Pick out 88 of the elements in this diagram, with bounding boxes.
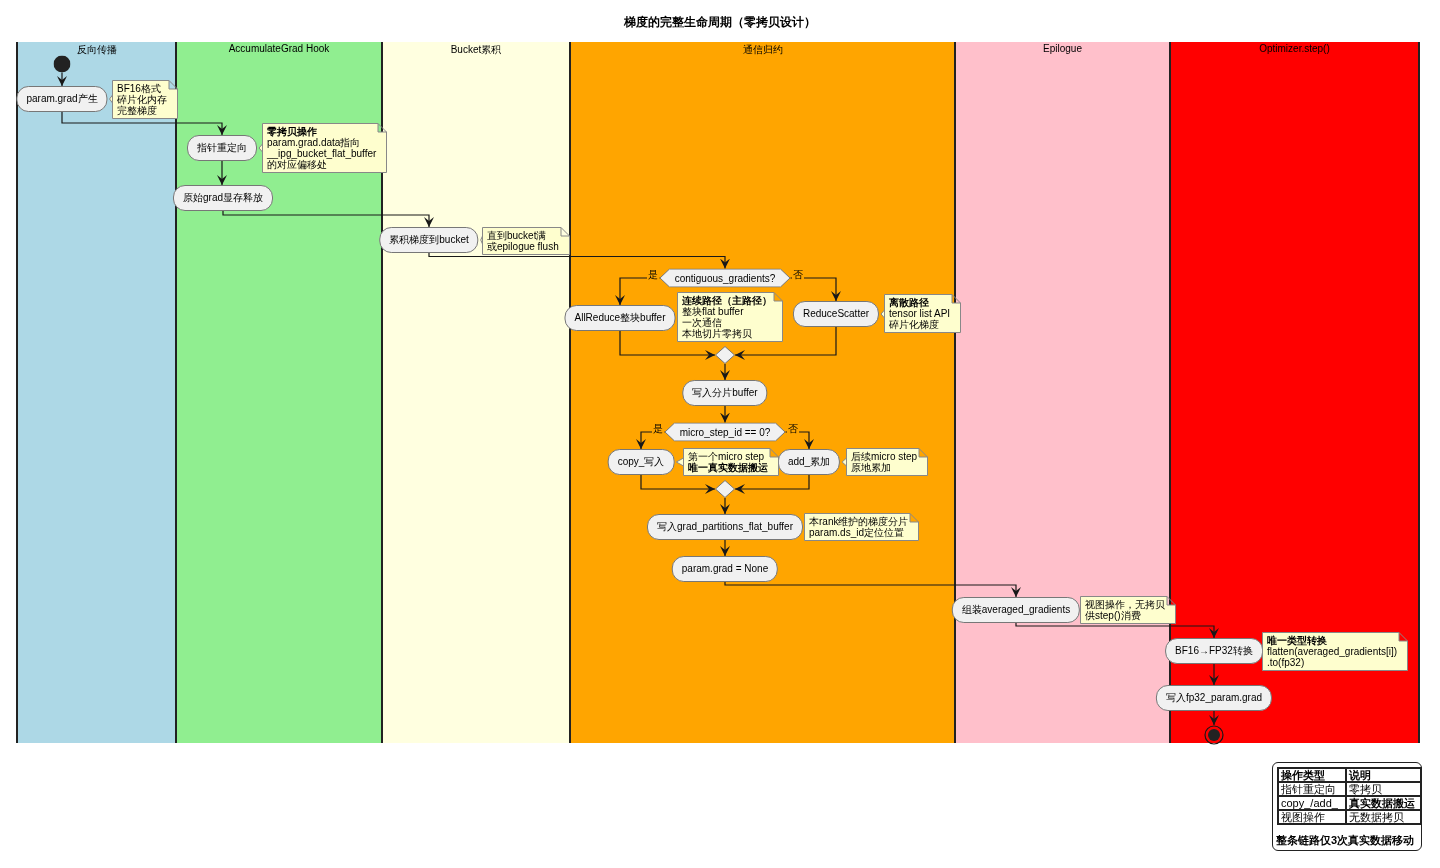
note-text: 一次通信 [682, 317, 722, 328]
note-text: 或epilogue flush [487, 241, 559, 252]
note-text: 连续路径（主路径） [682, 295, 772, 306]
note-text: 第一个micro step [688, 451, 766, 462]
lane-header: 通信归约 [742, 43, 783, 57]
end-node [1204, 725, 1224, 745]
arrow [720, 497, 730, 515]
decision-diamond: contiguous_gradients? [659, 268, 791, 288]
arrow [217, 160, 227, 186]
decision-diamond: micro_step_id == 0? [664, 422, 786, 442]
lane-header: Bucket累积 [450, 43, 502, 57]
table-text: 真实数据搬运 [1346, 796, 1421, 810]
note-text: param.ds_id定位位置 [809, 527, 906, 538]
arrow [61, 111, 227, 136]
lane-header: Epilogue [1043, 43, 1082, 54]
arrow [1015, 622, 1219, 639]
note-text: 碎片化内存 [117, 94, 167, 105]
arrow [640, 474, 716, 494]
lane-header: AccumulateGrad Hook [228, 43, 330, 54]
arrow [720, 405, 730, 424]
note-text: 直到bucket满 [487, 230, 548, 241]
swimlane [175, 42, 381, 743]
note-text: 原地累加 [851, 462, 892, 473]
edge-label: 是 [646, 269, 659, 280]
swimlane [16, 42, 175, 743]
swimlane [381, 42, 569, 743]
start-node [53, 55, 71, 73]
activity-box: 写入fp32_param.grad [1155, 685, 1273, 711]
note-text: 的对应偏移处 [267, 159, 328, 170]
arrow [57, 71, 67, 87]
lane-header: Optimizer.step() [1259, 43, 1330, 54]
table-header: 操作类型 [1278, 768, 1346, 782]
arrow [789, 277, 841, 302]
note-text: .to(fp32) [1267, 657, 1305, 668]
arrow [222, 210, 434, 228]
activity-box: 写入分片buffer [682, 380, 768, 406]
note-text: 唯一类型转换 [1267, 635, 1328, 646]
arrow [619, 330, 716, 360]
activity-box: copy_写入 [607, 449, 675, 475]
note-text: 本rank维护的梯度分片 [809, 516, 909, 527]
activity-box: 写入grad_partitions_flat_buffer [647, 514, 803, 540]
note-text: 零拷贝操作 [267, 126, 318, 137]
note-text: 视图操作，无拷贝 [1085, 599, 1165, 610]
arrow [1209, 663, 1219, 686]
arrow [428, 252, 730, 270]
summary-note: 整条链路仅3次真实数据移动 [1276, 833, 1415, 848]
table-text: copy_/add_ [1278, 796, 1346, 810]
edge-label: 是 [651, 423, 664, 434]
lane-header: 反向传播 [76, 43, 117, 57]
arrow [724, 581, 1021, 598]
arrow [1209, 710, 1219, 726]
note-text: 供step()消费 [1085, 610, 1142, 621]
note-text: 后续micro step [851, 451, 918, 462]
activity-box: 组装averaged_gradients [951, 597, 1081, 623]
activity-box: add_累加 [777, 449, 841, 475]
note-text: 本地切片零拷贝 [682, 328, 753, 339]
arrow [720, 363, 730, 381]
arrow [734, 326, 837, 360]
table-text: 指针重定向 [1278, 782, 1346, 796]
merge-diamond [715, 480, 735, 498]
activity-box: 指针重定向 [187, 135, 257, 161]
note-text: 离散路径 [889, 297, 930, 308]
note-text: 碎片化梯度 [889, 319, 940, 330]
activity-box: 累积梯度到bucket [379, 227, 479, 253]
note-text: tensor list API [889, 308, 951, 319]
activity-box: BF16→FP32转换 [1165, 638, 1263, 664]
note-text: 唯一真实数据搬运 [688, 462, 768, 473]
table-text: 无数据拷贝 [1346, 810, 1421, 824]
note-text: flatten(averaged_gradients[i]) [1267, 646, 1398, 657]
note-text: __ipg_bucket_flat_buffer [267, 148, 377, 159]
activity-box: ReduceScatter [792, 301, 880, 327]
note-text: 整块flat buffer [682, 306, 744, 317]
table-text: 零拷贝 [1346, 782, 1421, 796]
activity-box: AllReduce整块buffer [564, 305, 676, 331]
edge-label: 否 [786, 423, 799, 434]
note-text: BF16格式 [117, 83, 162, 94]
note-text: param.grad.data指向 [267, 137, 361, 148]
diagram-title: 梯度的完整生命周期（零拷贝设计） [624, 14, 816, 31]
activity-box: param.grad = None [671, 556, 779, 582]
table-header: 说明 [1346, 768, 1421, 782]
arrow [720, 539, 730, 557]
edge-label: 否 [791, 269, 804, 280]
merge-diamond [715, 346, 735, 364]
note-text: 完整梯度 [117, 105, 157, 116]
activity-box: param.grad产生 [16, 86, 108, 112]
arrow [734, 474, 810, 494]
table-text: 视图操作 [1278, 810, 1346, 824]
activity-box: 原始grad显存释放 [173, 185, 273, 211]
